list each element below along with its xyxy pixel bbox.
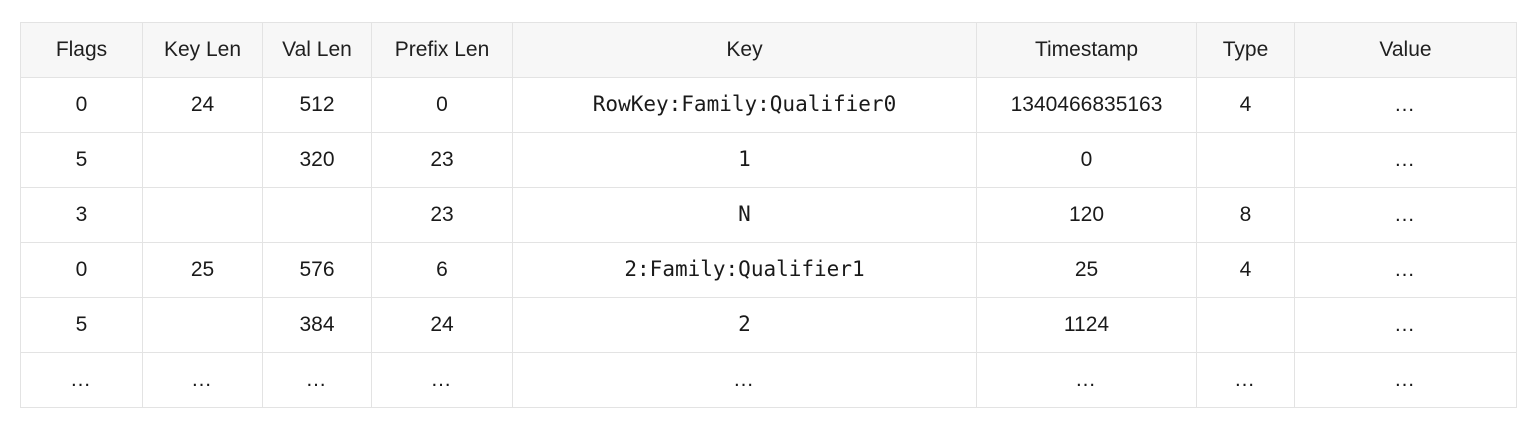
- cell-prefix-len: 6: [371, 242, 513, 298]
- cell-value: …: [1294, 187, 1517, 243]
- cell-prefix-len: 0: [371, 77, 513, 133]
- cell-val-len: [262, 187, 372, 243]
- cell-key: N: [512, 187, 977, 243]
- cell-timestamp: 1340466835163: [976, 77, 1197, 133]
- cell-key-len: [142, 187, 263, 243]
- column-header-key: Key: [512, 22, 977, 78]
- cell-type: 4: [1196, 77, 1295, 133]
- cell-timestamp: 120: [976, 187, 1197, 243]
- cell-val-len: 384: [262, 297, 372, 353]
- cell-val-len: …: [262, 352, 372, 408]
- cell-val-len: 576: [262, 242, 372, 298]
- cell-value: …: [1294, 242, 1517, 298]
- cell-type: …: [1196, 352, 1295, 408]
- cell-prefix-len: 23: [371, 132, 513, 188]
- column-header-flags: Flags: [20, 22, 143, 78]
- cell-timestamp: 25: [976, 242, 1197, 298]
- column-header-prefix-len: Prefix Len: [371, 22, 513, 78]
- key-value-table: Flags Key Len Val Len Prefix Len Key Tim…: [20, 22, 1517, 408]
- cell-timestamp: 0: [976, 132, 1197, 188]
- cell-type: 8: [1196, 187, 1295, 243]
- column-header-val-len: Val Len: [262, 22, 372, 78]
- cell-key: RowKey:Family:Qualifier0: [512, 77, 977, 133]
- cell-flags: …: [20, 352, 143, 408]
- cell-key-len: 24: [142, 77, 263, 133]
- cell-type: 4: [1196, 242, 1295, 298]
- column-header-type: Type: [1196, 22, 1295, 78]
- cell-key-len: [142, 132, 263, 188]
- table-header: Flags Key Len Val Len Prefix Len Key Tim…: [20, 22, 1517, 78]
- cell-val-len: 320: [262, 132, 372, 188]
- cell-key: 2:Family:Qualifier1: [512, 242, 977, 298]
- cell-value: …: [1294, 352, 1517, 408]
- cell-flags: 5: [20, 297, 143, 353]
- cell-key: …: [512, 352, 977, 408]
- table-body: 0 24 512 0 RowKey:Family:Qualifier0 1340…: [20, 77, 1517, 408]
- cell-type: [1196, 297, 1295, 353]
- cell-value: …: [1294, 297, 1517, 353]
- column-header-timestamp: Timestamp: [976, 22, 1197, 78]
- cell-val-len: 512: [262, 77, 372, 133]
- table-row: 5 384 24 2 1124 …: [20, 297, 1517, 353]
- cell-flags: 0: [20, 77, 143, 133]
- cell-flags: 0: [20, 242, 143, 298]
- cell-value: …: [1294, 77, 1517, 133]
- cell-timestamp: 1124: [976, 297, 1197, 353]
- key-value-table-container: Flags Key Len Val Len Prefix Len Key Tim…: [20, 22, 1517, 408]
- cell-value: …: [1294, 132, 1517, 188]
- table-row: 5 320 23 1 0 …: [20, 132, 1517, 188]
- table-header-row: Flags Key Len Val Len Prefix Len Key Tim…: [20, 22, 1517, 78]
- column-header-value: Value: [1294, 22, 1517, 78]
- cell-key: 2: [512, 297, 977, 353]
- cell-prefix-len: 23: [371, 187, 513, 243]
- cell-type: [1196, 132, 1295, 188]
- cell-key-len: 25: [142, 242, 263, 298]
- cell-key-len: …: [142, 352, 263, 408]
- cell-prefix-len: 24: [371, 297, 513, 353]
- cell-flags: 5: [20, 132, 143, 188]
- cell-timestamp: …: [976, 352, 1197, 408]
- table-row: 0 25 576 6 2:Family:Qualifier1 25 4 …: [20, 242, 1517, 298]
- cell-flags: 3: [20, 187, 143, 243]
- table-row: 0 24 512 0 RowKey:Family:Qualifier0 1340…: [20, 77, 1517, 133]
- cell-key: 1: [512, 132, 977, 188]
- cell-key-len: [142, 297, 263, 353]
- table-row: 3 23 N 120 8 …: [20, 187, 1517, 243]
- cell-prefix-len: …: [371, 352, 513, 408]
- table-row: … … … … … … … …: [20, 352, 1517, 408]
- column-header-key-len: Key Len: [142, 22, 263, 78]
